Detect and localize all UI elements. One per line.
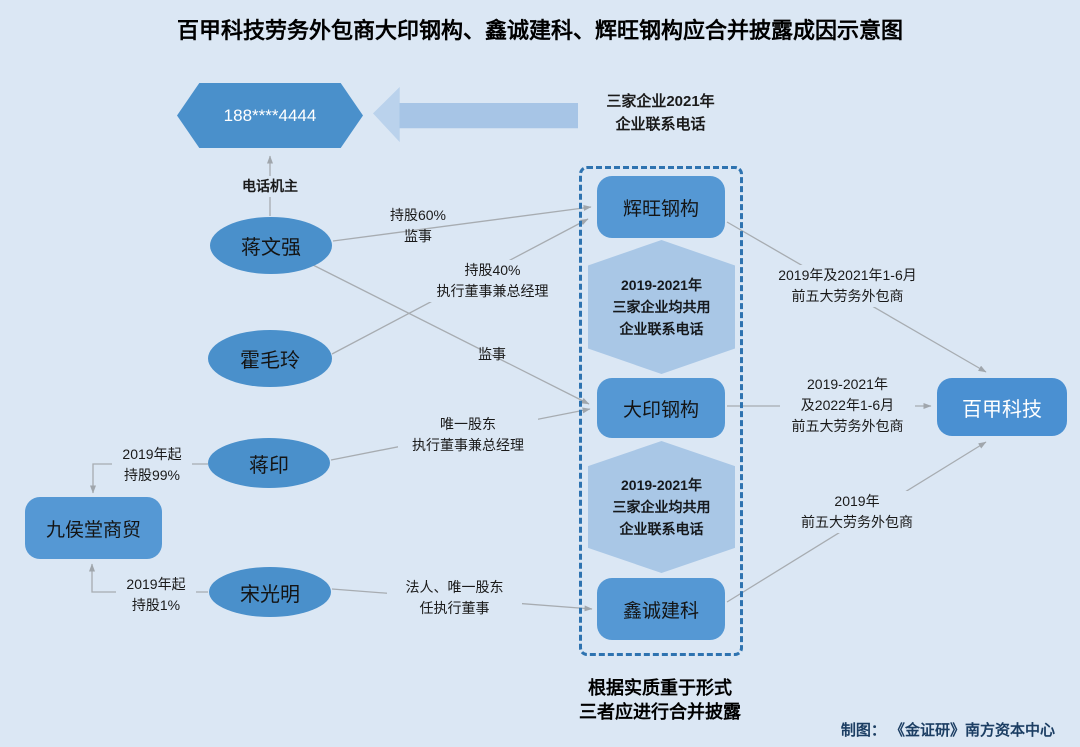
- left-block-arrow-icon: [373, 87, 578, 142]
- shared-phone-callout-1-text: 2019-2021年 三家企业均共用 企业联系电话: [612, 277, 711, 337]
- edge-label-sgm-xincheng: 法人、唯一股东 任执行董事: [387, 577, 522, 619]
- person-jiangwenqiang-label: 蒋文强: [241, 237, 301, 259]
- edge-label-sgm-jiuhoutang: 2019年起 持股1%: [116, 574, 196, 616]
- shared-phone-callout-1: 2019-2021年 三家企业均共用 企业联系电话: [588, 240, 735, 374]
- company-jiuhoutang: 九侯堂商贸: [25, 497, 162, 559]
- diagram-title: 百甲科技劳务外包商大印钢构、鑫诚建科、辉旺钢构应合并披露成因示意图: [176, 18, 903, 43]
- edge-label-jwq-huiwang: 持股60% 监事: [389, 207, 447, 244]
- company-huiwang-label: 辉旺钢构: [622, 198, 699, 220]
- company-dayin-label: 大印钢构: [622, 399, 699, 421]
- company-baijia: 百甲科技: [937, 378, 1067, 436]
- edge-label-hml-huiwang: 持股40% 执行董事兼总经理: [410, 260, 575, 302]
- edge-label-jy-jiuhoutang: 2019年起 持股99%: [112, 444, 192, 486]
- phone-number-hexagon: 188****4444: [177, 83, 363, 148]
- edge-label-dayin-baijia: 2019-2021年 及2022年1-6月 前五大劳务外包商: [780, 374, 915, 437]
- person-huomaoling-label: 霍毛玲: [240, 350, 300, 372]
- edge-label-jwq-dayin: 监事: [478, 346, 506, 362]
- edge-label-jy-dayin: 唯一股东 执行董事兼总经理: [398, 414, 538, 456]
- person-songguangming-label: 宋光明: [240, 583, 300, 606]
- company-xincheng-label: 鑫诚建科: [622, 600, 699, 622]
- person-songguangming: 宋光明: [209, 567, 331, 617]
- company-jiuhoutang-label: 九侯堂商贸: [45, 519, 141, 541]
- edge-label-huiwang-baijia: 2019年及2021年1-6月 前五大劳务外包商: [770, 265, 925, 307]
- shared-phone-callout-2: 2019-2021年 三家企业均共用 企业联系电话: [588, 441, 735, 573]
- shared-phone-callout-2-text: 2019-2021年 三家企业均共用 企业联系电话: [612, 477, 711, 537]
- credit-line: 制图： 《金证研》南方资本中心: [840, 722, 1055, 739]
- phone-note: 三家企业2021年 企业联系电话: [606, 93, 715, 133]
- person-huomaoling: 霍毛玲: [208, 330, 332, 387]
- conclusion-note: 根据实质重于形式 三者应进行合并披露: [579, 678, 741, 722]
- edge-label-xincheng-baijia: 2019年 前五大劳务外包商: [787, 491, 927, 533]
- company-baijia-label: 百甲科技: [962, 398, 1042, 421]
- company-xincheng: 鑫诚建科: [597, 578, 725, 640]
- phone-owner-label: 电话机主: [222, 176, 318, 197]
- person-jiangyin-label: 蒋印: [249, 454, 289, 477]
- company-dayin: 大印钢构: [597, 378, 725, 438]
- phone-number: 188****4444: [223, 105, 317, 125]
- person-jiangyin: 蒋印: [208, 438, 330, 488]
- company-huiwang: 辉旺钢构: [597, 176, 725, 238]
- person-jiangwenqiang: 蒋文强: [210, 217, 332, 274]
